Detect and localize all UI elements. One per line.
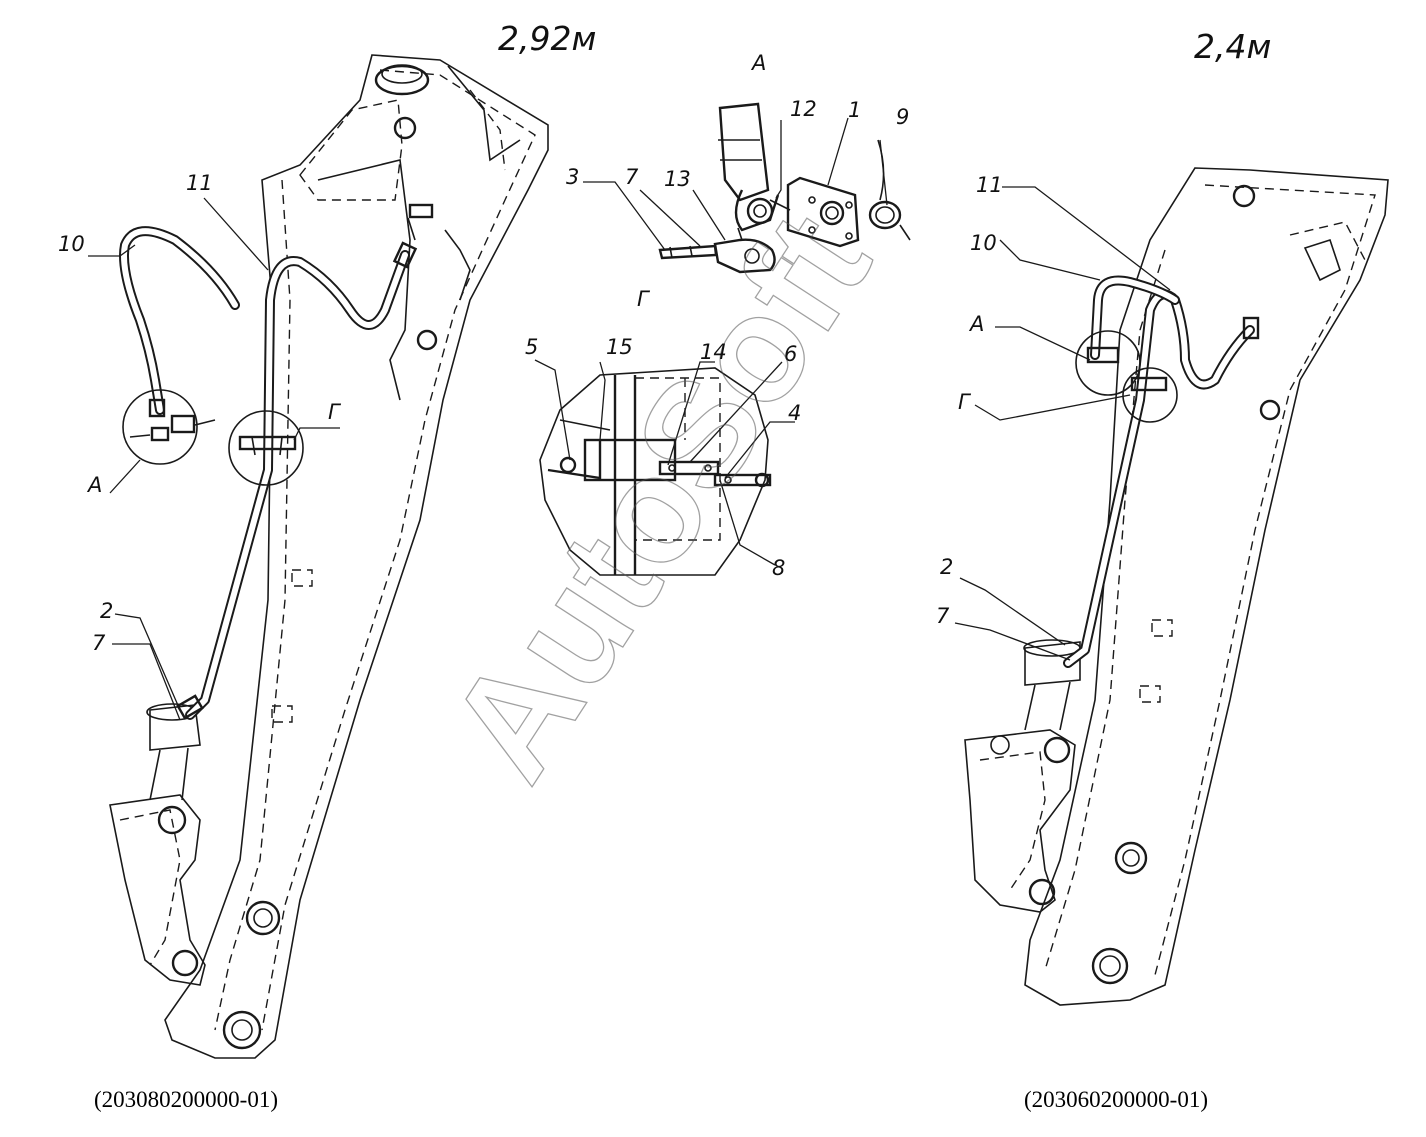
callout-right-2: 2 [940,555,953,579]
detail-g [534,359,795,576]
callout-a-9: 9 [896,105,909,129]
callout-left-2: 2 [100,599,113,623]
view-label-g: Г [637,287,651,311]
callout-right-11: 11 [976,173,1003,197]
callout-right-7: 7 [936,604,950,628]
callout-g-14: 14 [700,340,727,364]
callout-a-3: 3 [566,165,579,189]
view-label-g-left: Г [328,400,342,424]
callout-g-15: 15 [606,335,633,359]
callout-left-11: 11 [186,171,213,195]
callout-right-10: 10 [970,231,997,255]
drawing-code-right: (203060200000-01) [1024,1087,1208,1112]
callout-g-8: 8 [772,556,785,580]
detail-a [583,102,911,274]
view-label-g-right: Г [958,390,972,414]
callout-a-1: 1 [848,98,861,122]
view-label-a-left: А [86,473,102,497]
callout-g-6: 6 [784,342,797,366]
view-label-a-right: А [968,312,984,336]
view-label-a: А [750,51,766,75]
title-left: 2,92м [498,19,596,58]
callout-a-7: 7 [625,165,639,189]
title-right: 2,4м [1194,27,1271,66]
callout-left-7: 7 [92,631,106,655]
left-boom-assembly [88,54,549,1059]
right-boom-assembly [954,167,1389,1006]
callout-g-4: 4 [788,401,801,425]
drawing-code-left: (203080200000-01) [94,1087,278,1112]
callout-a-12: 12 [790,97,817,121]
callout-a-13: 13 [664,167,691,191]
callout-g-5: 5 [525,335,538,359]
callout-left-10: 10 [58,232,85,256]
watermark: AutoSoft [416,185,902,807]
